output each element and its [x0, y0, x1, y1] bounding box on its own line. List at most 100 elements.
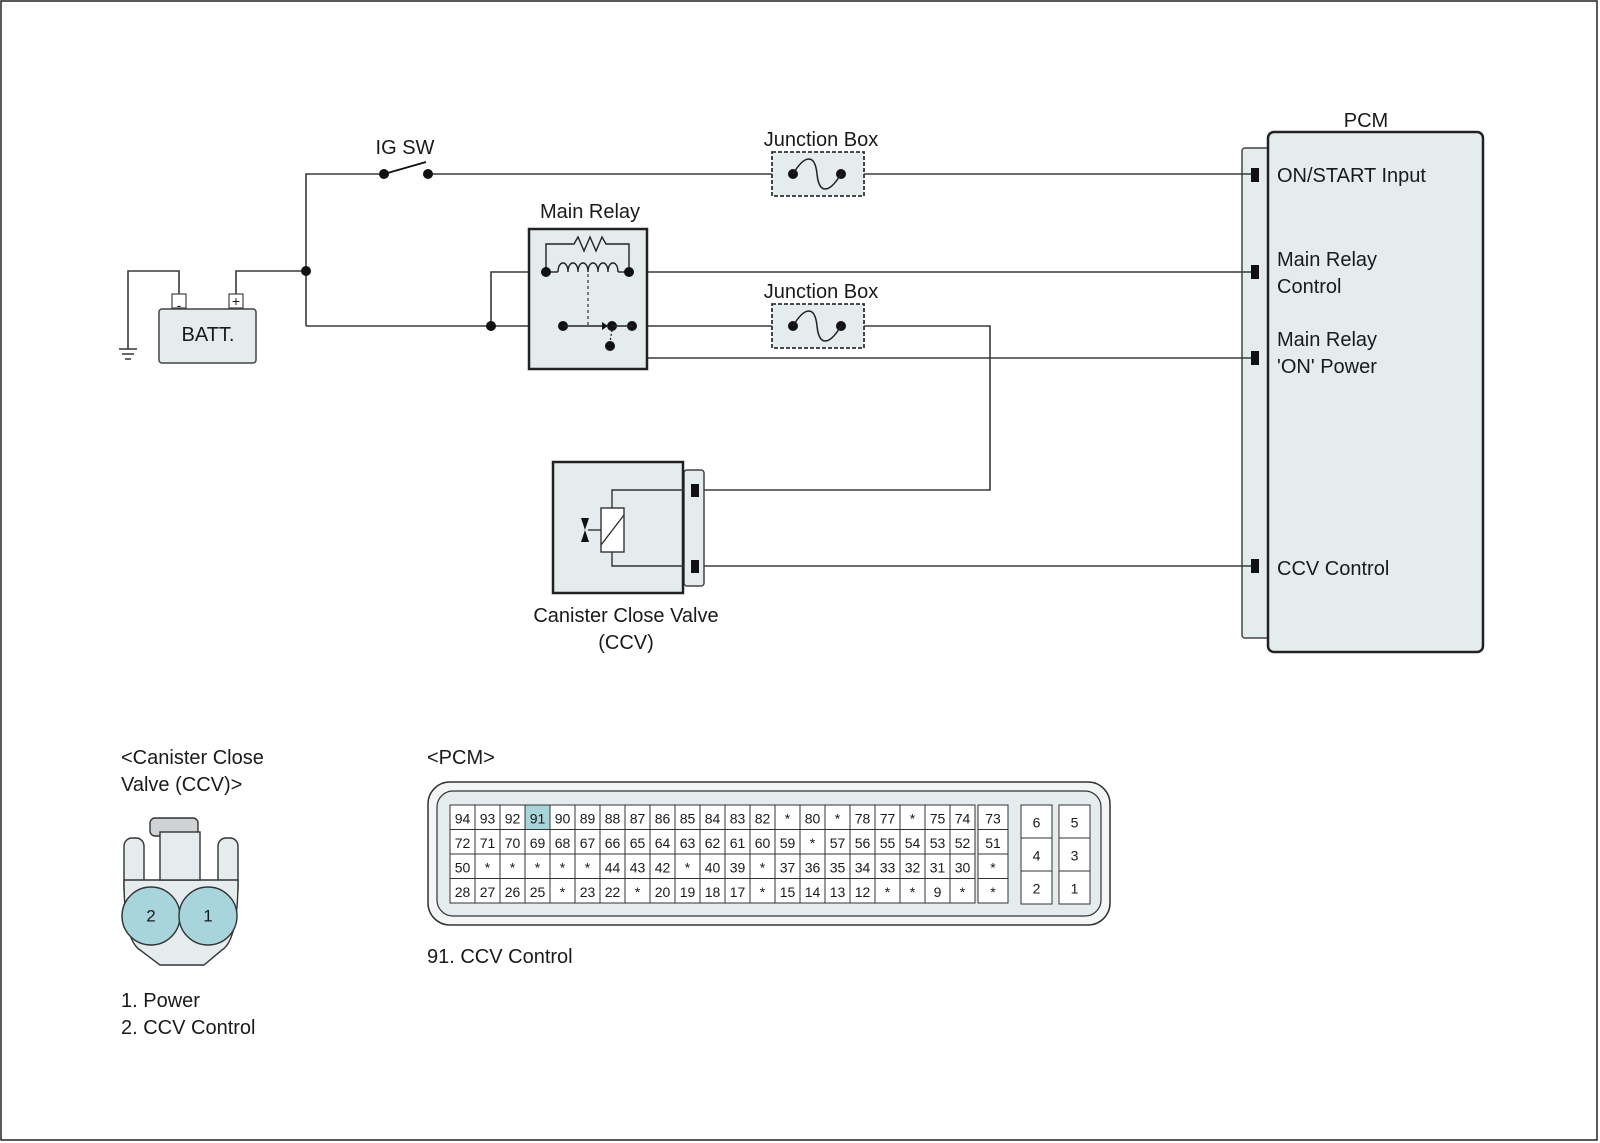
pcm-pin-cell: [499, 804, 526, 830]
pcm-pin-cell: [474, 878, 501, 904]
pcm-pin: 1: [1071, 881, 1079, 897]
ig-sw-feed-wire: [305, 173, 384, 326]
pcm-pin-cell: [924, 804, 951, 830]
pcm-pin: *: [960, 884, 966, 900]
pcm-pin: 13: [830, 884, 846, 900]
pcm-pin: *: [535, 859, 541, 875]
pcm-pin-cell: [724, 878, 751, 904]
pcm-pin-cell: [824, 853, 851, 879]
ig-sw-blade: [383, 161, 427, 175]
pcm-pin-cell: [474, 829, 501, 855]
pcm-pin: 53: [930, 835, 946, 851]
fuse-icon: [792, 158, 842, 190]
pcm-pin: 78: [855, 810, 871, 826]
pcm-pin: 55: [880, 835, 896, 851]
pcm-pin: *: [510, 859, 516, 875]
pcm-pin-main-relay-on-2: 'ON' Power: [1277, 356, 1377, 378]
splice-point-2: [486, 321, 496, 331]
pcm-pin: 73: [985, 810, 1001, 826]
pcm-pin-cell: [1058, 870, 1091, 905]
pcm-pin-cell: [849, 878, 876, 904]
pcm-pin: 66: [605, 835, 621, 851]
pcm-pin: 44: [605, 859, 621, 875]
pcm-pin-cell: [949, 878, 976, 904]
pcm-pin-cell: [624, 829, 651, 855]
batt-neg-sign: -: [177, 297, 182, 313]
pcm-pin-cell: [774, 829, 801, 855]
pcm-pin: *: [835, 810, 841, 826]
pcm-pin: 17: [730, 884, 746, 900]
pcm-pin: 52: [955, 835, 971, 851]
pcm-pin: *: [485, 859, 491, 875]
jb2-to-ccv-power-wire: [697, 325, 991, 491]
pcm-pin: 93: [480, 810, 496, 826]
pcm-pin: 84: [705, 810, 721, 826]
ignition-switch: IG SW: [376, 137, 435, 179]
pcm-pin: 82: [755, 810, 771, 826]
pcm-pin-cell: [574, 878, 601, 904]
canister-close-valve: Canister Close Valve (CCV): [533, 460, 719, 654]
relay-resistor-icon: [545, 235, 630, 272]
pcm-pin: 54: [905, 835, 921, 851]
pcm-pin: 71: [480, 835, 496, 851]
pcm-pin: *: [560, 859, 566, 875]
pcm-pin: 72: [455, 835, 471, 851]
main-relay-label: Main Relay: [540, 201, 640, 223]
pcm-pin: 34: [855, 859, 871, 875]
ccv-legend-2: 2. CCV Control: [121, 1017, 256, 1039]
pcm-pin-cell: [849, 829, 876, 855]
pcm-pin: *: [585, 859, 591, 875]
relay-contact-nc: [605, 341, 615, 351]
pcm-pin: 2: [1033, 881, 1041, 897]
pcm-pin-on-start: ON/START Input: [1277, 165, 1426, 187]
pcm-pin: 20: [655, 884, 671, 900]
pcm-pin: 64: [655, 835, 671, 851]
pcm-pin: 37: [780, 859, 796, 875]
pcm-pin-cell: [449, 853, 476, 879]
pcm-pin: 70: [505, 835, 521, 851]
pcm-pin: 69: [530, 835, 546, 851]
pcm-pin-cell: [599, 829, 626, 855]
pcm-pin: *: [685, 859, 691, 875]
pcm-pin: *: [910, 810, 916, 826]
pcm-pin-main-relay-control-1: Main Relay: [1277, 249, 1377, 271]
pcm-pin-cell: [499, 878, 526, 904]
pcm-pin: 32: [905, 859, 921, 875]
pcm-pin: 9: [934, 884, 942, 900]
pcm-pin-cell: [977, 853, 1009, 879]
pcm-connector-legend: 91. CCV Control: [427, 946, 573, 968]
pcm-pin-cell: [799, 853, 826, 879]
pcm-pin: 63: [680, 835, 696, 851]
pcm-pin: *: [810, 835, 816, 851]
pcm-pin-cell: [624, 878, 651, 904]
pcm-pin-cell: [924, 878, 951, 904]
ccv-pin-2-label: 2: [146, 907, 155, 926]
junction-box-1-label: Junction Box: [764, 129, 879, 151]
pcm-pin-cell: [949, 829, 976, 855]
pcm-pin: 19: [680, 884, 696, 900]
batt-positive-wire: [235, 270, 306, 294]
junction-box-1: Junction Box: [764, 129, 879, 197]
pcm-terminal-3: [1251, 351, 1259, 365]
pcm-pin-cell: [474, 853, 501, 879]
pcm-pin: 85: [680, 810, 696, 826]
pcm-pin: *: [760, 884, 766, 900]
pcm-pin: 33: [880, 859, 896, 875]
pcm-pin: 4: [1033, 848, 1041, 864]
pcm-pin: 5: [1071, 815, 1079, 831]
pcm-pin: 61: [730, 835, 746, 851]
relay-coil-terminal-a: [541, 267, 551, 277]
pcm-pin: 92: [505, 810, 521, 826]
relay-coil-feed-wire: [490, 271, 546, 326]
ground-wire: [127, 270, 180, 349]
pcm-pin-cell: [977, 829, 1009, 855]
pcm-pin: *: [990, 859, 996, 875]
pcm-pin-cell: [1020, 870, 1053, 905]
pcm-pin-cell: [524, 804, 551, 830]
ground-icon: [119, 348, 137, 360]
pcm-pin: 3: [1071, 848, 1079, 864]
pcm-pin: 51: [985, 835, 1001, 851]
pcm-pin: 75: [930, 810, 946, 826]
pcm-pin-cell: [649, 878, 676, 904]
